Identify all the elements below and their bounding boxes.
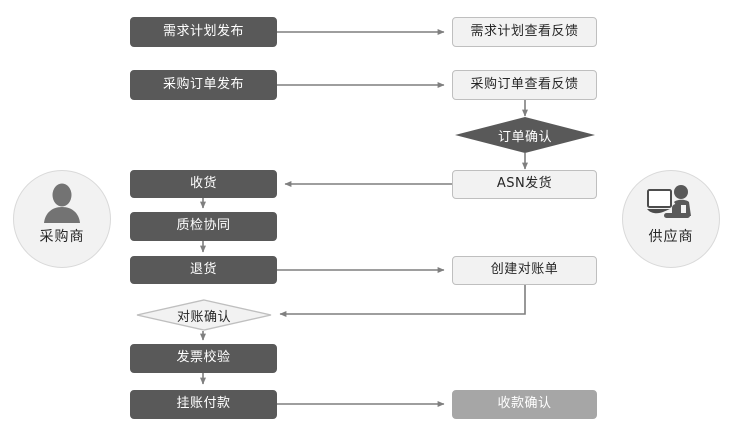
node-quality-collab-label: 质检协同 <box>176 218 231 234</box>
node-payment-received[interactable]: 收款确认 <box>452 390 597 419</box>
node-payable-payment[interactable]: 挂账付款 <box>130 390 277 419</box>
actor-buyer-label: 采购商 <box>39 229 85 245</box>
node-asn-shipment-label: ASN发货 <box>496 176 553 192</box>
node-po-publish[interactable]: 采购订单发布 <box>130 70 277 100</box>
node-invoice-verify-label: 发票校验 <box>176 350 231 366</box>
node-receive-goods[interactable]: 收货 <box>130 170 277 198</box>
node-payment-received-label: 收款确认 <box>497 396 552 412</box>
node-order-confirm[interactable]: 订单确认 <box>455 117 595 153</box>
node-return-goods-label: 退货 <box>189 261 217 277</box>
node-order-confirm-label: 订单确认 <box>497 129 552 145</box>
person-silhouette-icon <box>36 182 88 224</box>
node-invoice-verify[interactable]: 发票校验 <box>130 344 277 373</box>
node-po-feedback-label: 采购订单查看反馈 <box>470 76 579 92</box>
node-demand-plan-feedback[interactable]: 需求计划查看反馈 <box>452 17 597 47</box>
node-asn-shipment[interactable]: ASN发货 <box>452 170 597 199</box>
node-create-statement[interactable]: 创建对账单 <box>452 256 597 285</box>
node-create-statement-label: 创建对账单 <box>490 262 559 278</box>
node-statement-confirm[interactable]: 对账确认 <box>136 299 272 331</box>
node-demand-plan-publish[interactable]: 需求计划发布 <box>130 17 277 47</box>
diamond-shape-statement-confirm <box>136 299 272 331</box>
node-receive-goods-label: 收货 <box>189 175 217 191</box>
person-at-computer-icon <box>645 182 697 224</box>
node-demand-plan-publish-label: 需求计划发布 <box>162 23 244 39</box>
node-quality-collab[interactable]: 质检协同 <box>130 212 277 241</box>
node-demand-plan-feedback-label: 需求计划查看反馈 <box>470 23 579 39</box>
actor-supplier-label: 供应商 <box>648 229 694 245</box>
actor-buyer: 采购商 <box>13 170 111 268</box>
node-po-feedback[interactable]: 采购订单查看反馈 <box>452 70 597 100</box>
edge-create-statement-to-statement-confirm <box>279 285 526 317</box>
node-statement-confirm-label: 对账确认 <box>176 309 231 325</box>
actor-supplier: 供应商 <box>622 170 720 268</box>
node-payable-payment-label: 挂账付款 <box>176 396 231 412</box>
node-return-goods[interactable]: 退货 <box>130 256 277 284</box>
node-po-publish-label: 采购订单发布 <box>162 76 244 92</box>
diamond-shape-order-confirm <box>455 117 595 153</box>
